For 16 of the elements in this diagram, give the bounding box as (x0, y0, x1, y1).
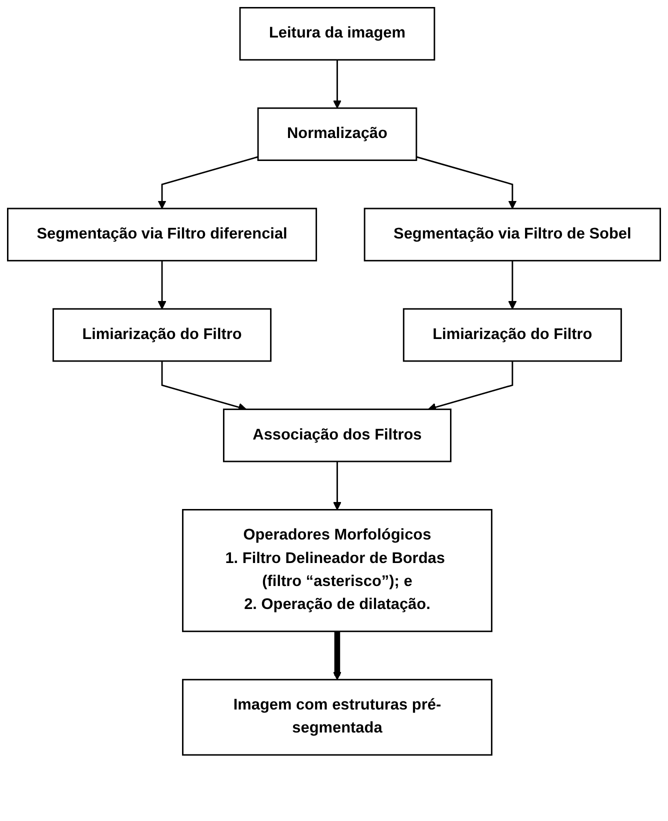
node-box: Normalização (257, 107, 418, 161)
arrow (416, 156, 517, 209)
arrow (158, 156, 258, 209)
node-box: Segmentação via Filtro de Sobel (364, 208, 661, 262)
arrow (332, 631, 342, 680)
arrow (158, 260, 166, 310)
arrow (332, 461, 342, 510)
node-box: Limiarização do Filtro (52, 308, 272, 362)
node-box: Associação dos Filtros (222, 408, 452, 462)
node-box: Limiarização do Filtro (402, 308, 622, 362)
node-box: Segmentação via Filtro diferencial (7, 208, 318, 262)
node-box: Leitura da imagem (239, 7, 436, 61)
arrow (332, 60, 342, 108)
arrow (508, 260, 517, 310)
node-box: Imagem com estruturas pré-segmentada (182, 678, 492, 756)
node-box: Operadores Morfológicos 1. Filtro Delineador de Bordas (filtro “asterisco”); e 2. Operação de dilatação. (182, 509, 492, 632)
